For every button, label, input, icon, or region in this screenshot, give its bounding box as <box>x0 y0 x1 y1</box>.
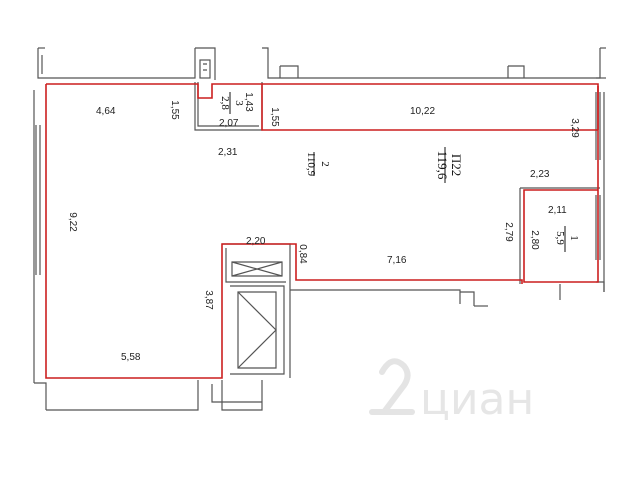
apartment-outline <box>45 83 599 379</box>
dim-223: 2,23 <box>530 169 550 180</box>
dim-220: 2,20 <box>246 236 266 247</box>
building-walls <box>33 47 606 411</box>
dim-464: 4,64 <box>96 106 116 117</box>
watermark-text: циан <box>420 374 534 425</box>
unit-label: П22 119,6 <box>435 147 464 183</box>
dim-329: 3,29 <box>569 118 580 138</box>
dim-155-right: 1,55 <box>269 107 280 127</box>
room-number: 3 <box>233 100 245 106</box>
room-number: 2 <box>319 161 331 167</box>
room-number: 1 <box>568 235 580 241</box>
dim-922: 9,22 <box>67 212 78 232</box>
dim-231: 2,31 <box>218 147 238 158</box>
cian-logo-icon <box>369 358 415 415</box>
dimensions: 4,64 1,55 1,43 2,07 1,55 10,22 3,29 2,31… <box>67 92 580 363</box>
dim-280: 2,80 <box>529 230 540 250</box>
dim-143: 1,43 <box>243 92 254 112</box>
room-2-label: 2 110,9 <box>305 152 331 177</box>
dim-084: 0,84 <box>297 244 308 264</box>
room-1-label: 1 5,9 <box>554 226 580 252</box>
room-area: 110,9 <box>305 152 317 177</box>
dim-207: 2,07 <box>219 118 239 129</box>
total-area: 119,6 <box>435 151 450 180</box>
dim-279: 2,79 <box>503 222 514 242</box>
room-area: 2,8 <box>219 96 231 110</box>
dim-1022: 10,22 <box>410 106 435 117</box>
dim-716: 7,16 <box>387 255 407 266</box>
room-3-label: 3 2,8 <box>219 92 245 114</box>
dim-387: 3,87 <box>203 290 214 310</box>
unit-number: П22 <box>449 154 464 176</box>
watermark: циан <box>369 358 534 425</box>
room-area: 5,9 <box>554 231 566 245</box>
dim-558: 5,58 <box>121 352 141 363</box>
dim-155-left: 1,55 <box>169 100 180 120</box>
dim-211: 2,11 <box>548 205 567 216</box>
